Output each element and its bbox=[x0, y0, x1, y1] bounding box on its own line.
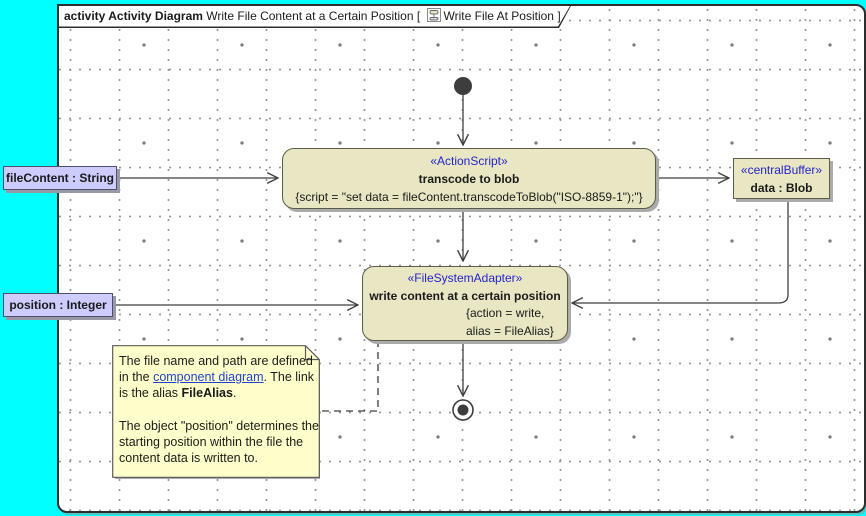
action-property-line: alias = FileAlias} bbox=[466, 323, 554, 338]
frame-keyword: activity Activity Diagram bbox=[64, 9, 203, 23]
initial-node[interactable] bbox=[454, 77, 472, 95]
component-diagram-link[interactable]: component diagram bbox=[153, 370, 264, 385]
stereotype-label: «centralBuffer» bbox=[740, 163, 823, 177]
object-node-label: position : Integer bbox=[9, 298, 107, 312]
note-line: content data is written to. bbox=[119, 451, 258, 466]
note-line: starting position within the file the bbox=[119, 434, 304, 449]
note-line: in the bbox=[119, 370, 154, 385]
note-line: is the alias bbox=[119, 386, 182, 401]
central-buffer-data-blob[interactable]: «centralBuffer» data : Blob bbox=[733, 158, 830, 199]
edge-buffer-to-write[interactable] bbox=[572, 201, 789, 303]
action-script-property: {script = "set data = fileContent.transc… bbox=[295, 190, 643, 204]
final-node-core bbox=[457, 404, 469, 416]
action-name: write content at a certain position bbox=[369, 288, 561, 303]
note-anchor-line[interactable] bbox=[322, 344, 379, 412]
frame-bracket-close: ] bbox=[553, 9, 561, 23]
action-property-line: {action = write, bbox=[466, 306, 545, 320]
activity-diagram-icon bbox=[426, 8, 441, 28]
note-text: The file name and path are defined in th… bbox=[112, 345, 319, 466]
action-transcode-to-blob[interactable]: «ActionScript» transcode to blob {script… bbox=[282, 148, 656, 209]
frame-title: activity Activity Diagram Write File Con… bbox=[64, 6, 561, 26]
stereotype-label: «ActionScript» bbox=[430, 154, 508, 168]
buffer-name: data : Blob bbox=[750, 181, 813, 195]
object-node-label: fileContent : String bbox=[6, 171, 114, 185]
action-write-content[interactable]: «FileSystemAdapter» write content at a c… bbox=[362, 266, 568, 341]
frame-title-tab-fill bbox=[59, 6, 570, 27]
object-node-filecontent[interactable]: fileContent : String bbox=[3, 166, 117, 190]
action-name: transcode to blob bbox=[418, 172, 520, 186]
note-line: The object "position" determines the bbox=[119, 418, 319, 433]
note-line: . The link bbox=[263, 370, 315, 385]
note-line: . bbox=[232, 386, 237, 401]
note-alias-bold: FileAlias bbox=[181, 386, 233, 401]
frame-inner-title: Write File At Position bbox=[443, 9, 554, 23]
frame-title-text: Write File Content at a Certain Position… bbox=[202, 9, 424, 23]
note-shape bbox=[112, 345, 320, 479]
note-line: The file name and path are defined bbox=[119, 354, 313, 368]
stereotype-label: «FileSystemAdapter» bbox=[407, 271, 523, 285]
note[interactable]: The file name and path are defined in th… bbox=[112, 345, 323, 482]
object-node-position[interactable]: position : Integer bbox=[3, 293, 113, 317]
